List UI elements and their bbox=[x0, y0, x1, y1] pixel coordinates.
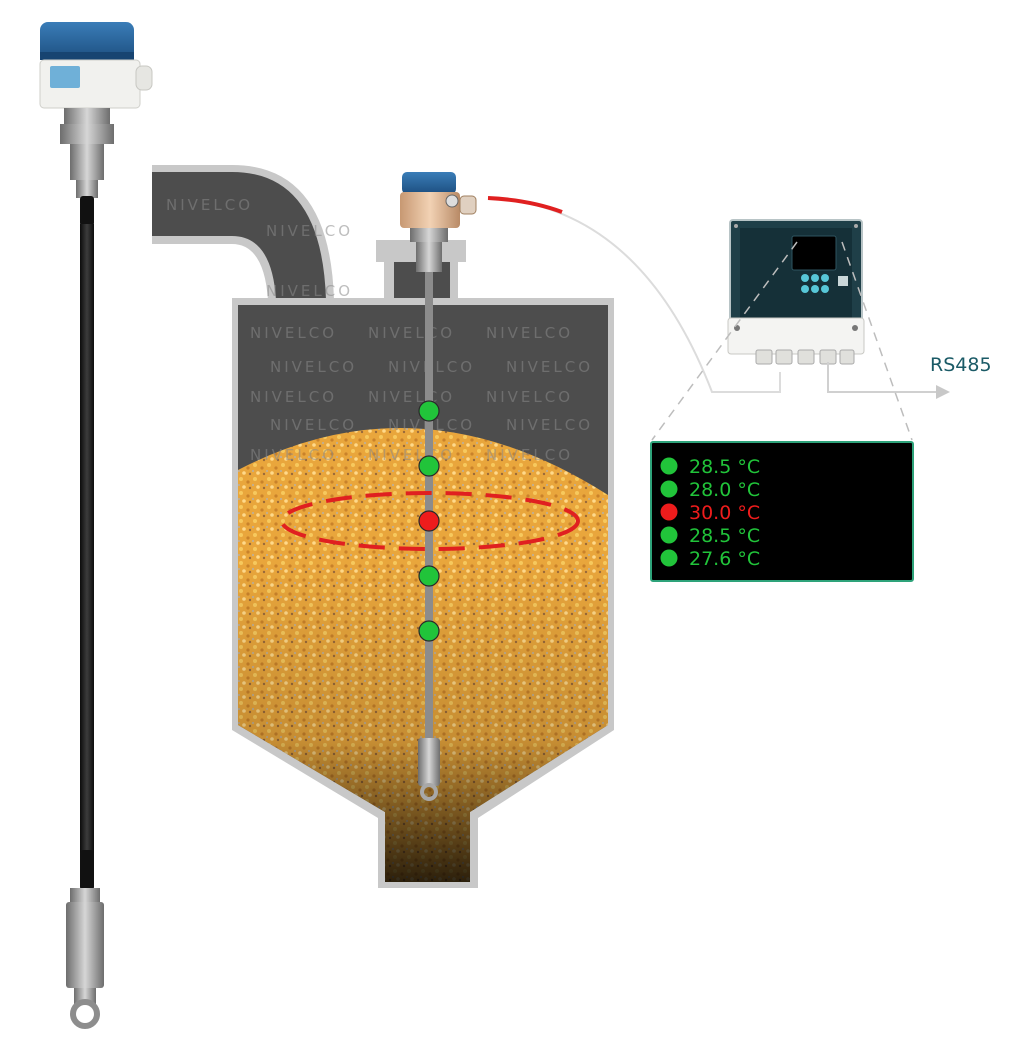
temperature-display: 28.5 °C28.0 °C30.0 °C28.5 °C27.6 °C bbox=[650, 441, 914, 582]
signal-cable-highlight bbox=[487, 196, 563, 214]
sensor-point bbox=[418, 565, 440, 587]
watermark-text: NIVELCO bbox=[266, 222, 353, 240]
temperature-reading: 28.0 °C bbox=[689, 479, 760, 501]
watermark-text: NIVELCO bbox=[270, 358, 357, 376]
status-dot bbox=[660, 526, 678, 544]
watermark-text: NIVELCO bbox=[486, 324, 573, 342]
watermark-text: NIVELCO bbox=[506, 358, 593, 376]
watermark-text: NIVELCO bbox=[250, 446, 337, 464]
temperature-reading: 28.5 °C bbox=[689, 525, 760, 547]
silo: NIVELCO NIVELCO NIVELCO NIVELCO NIVELCO NIVEL… bbox=[152, 165, 614, 888]
watermark-text: NIVELCO bbox=[266, 282, 353, 300]
watermark-text: NIVELCO bbox=[166, 196, 253, 214]
temperature-reading: 30.0 °C bbox=[689, 502, 760, 524]
temperature-readings-list: 28.5 °C28.0 °C30.0 °C28.5 °C27.6 °C bbox=[660, 456, 760, 570]
temperature-reading: 28.5 °C bbox=[689, 456, 760, 478]
status-dot bbox=[660, 549, 678, 567]
watermark-text: NIVELCO bbox=[486, 388, 573, 406]
watermark-text: NIVELCO bbox=[250, 388, 337, 406]
sensor-points bbox=[418, 400, 440, 642]
silo-probe bbox=[400, 172, 477, 801]
hotspot-zone-outline bbox=[280, 491, 580, 551]
watermark-text: NIVELCO bbox=[270, 416, 357, 434]
watermark-text: NIVELCO bbox=[368, 388, 455, 406]
status-dot bbox=[660, 457, 678, 475]
sensor-point bbox=[418, 455, 440, 477]
rs485-label: RS485 bbox=[930, 354, 992, 376]
sensor-point bbox=[418, 620, 440, 642]
arrow-right-icon bbox=[936, 385, 950, 399]
watermark-text: NIVELCO bbox=[486, 446, 573, 464]
status-dot bbox=[660, 503, 678, 521]
watermark-text: NIVELCO bbox=[250, 324, 337, 342]
probe-product-image bbox=[39, 22, 153, 1029]
watermark-text: NIVELCO bbox=[368, 324, 455, 342]
temperature-reading: 27.6 °C bbox=[689, 548, 760, 570]
sensor-point-alarm bbox=[418, 510, 440, 532]
watermark-text: NIVELCO bbox=[506, 416, 593, 434]
watermark-text: NIVELCO bbox=[368, 446, 455, 464]
rs485-output-line bbox=[827, 362, 938, 393]
sensor-point bbox=[418, 400, 440, 422]
status-dot bbox=[660, 480, 678, 498]
controller-unit bbox=[727, 219, 865, 365]
